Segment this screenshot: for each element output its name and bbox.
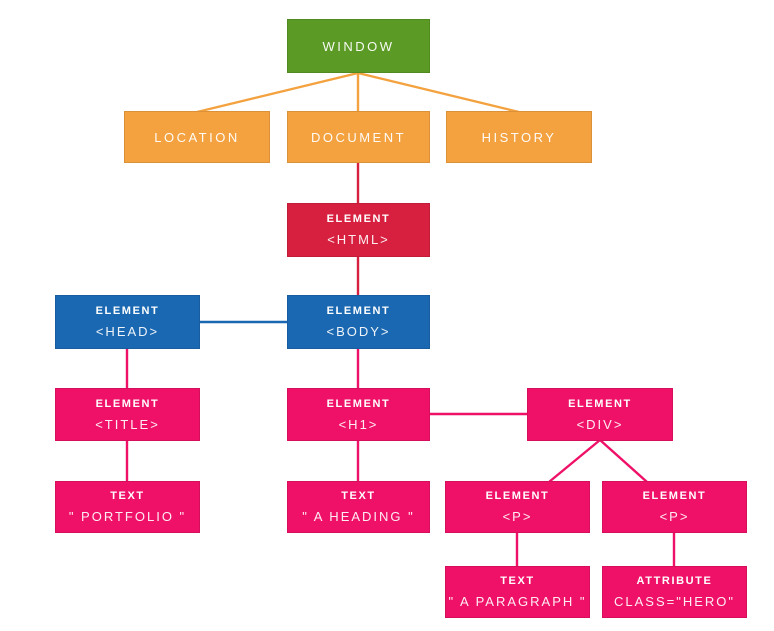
node-text-a-paragraph: TEXT " A PARAGRAPH " (445, 566, 590, 618)
node-text-value: " A PARAGRAPH " (448, 594, 587, 609)
node-kind-label: ELEMENT (568, 397, 632, 410)
node-history-label: HISTORY (481, 129, 557, 145)
node-tag-value: <TITLE> (95, 416, 160, 432)
node-text-value: " PORTFOLIO " (68, 509, 187, 524)
node-element-div: ELEMENT <DIV> (527, 388, 673, 441)
edge-window-location (196, 71, 359, 114)
edge-div-p2 (599, 439, 648, 483)
node-window: WINDOW (287, 19, 430, 73)
node-kind-label: TEXT (110, 490, 145, 502)
node-text-portfolio: TEXT " PORTFOLIO " (55, 481, 200, 533)
edge-div-p1 (548, 439, 601, 483)
node-text-a-heading: TEXT " A HEADING " (287, 481, 430, 533)
node-tag-value: <P> (502, 509, 533, 524)
node-element-html: ELEMENT <HTML> (287, 203, 430, 257)
node-element-body: ELEMENT <BODY> (287, 295, 430, 349)
node-element-title: ELEMENT <TITLE> (55, 388, 200, 441)
node-kind-label: ELEMENT (326, 305, 391, 317)
node-window-label: WINDOW (322, 38, 395, 54)
node-document: DOCUMENT (287, 111, 430, 163)
node-history: HISTORY (446, 111, 592, 163)
node-tag-value: <DIV> (576, 416, 624, 432)
node-element-head: ELEMENT <HEAD> (55, 295, 200, 349)
node-kind-label: ATTRIBUTE (636, 575, 713, 587)
node-tag-value: <P> (659, 509, 690, 524)
node-attribute-class-hero: ATTRIBUTE CLASS="HERO" (602, 566, 747, 618)
node-tag-value: <HTML> (327, 232, 390, 247)
node-element-h1: ELEMENT <H1> (287, 388, 430, 441)
node-location-label: LOCATION (154, 129, 240, 145)
node-element-p-second: ELEMENT <P> (602, 481, 747, 533)
edge-window-history (357, 71, 520, 114)
node-attr-value: CLASS="HERO" (613, 594, 735, 609)
node-tag-value: <H1> (338, 416, 379, 432)
node-tag-value: <BODY> (326, 324, 391, 339)
node-document-label: DOCUMENT (310, 129, 407, 145)
node-tag-value: <HEAD> (95, 324, 160, 339)
node-element-p-first: ELEMENT <P> (445, 481, 590, 533)
node-kind-label: ELEMENT (95, 305, 160, 317)
node-kind-label: ELEMENT (642, 490, 707, 502)
node-kind-label: ELEMENT (326, 397, 391, 410)
node-kind-label: ELEMENT (485, 490, 550, 502)
node-kind-label: TEXT (500, 575, 535, 587)
node-text-value: " A HEADING " (302, 509, 415, 524)
node-kind-label: ELEMENT (326, 213, 391, 225)
node-kind-label: ELEMENT (95, 397, 160, 410)
node-location: LOCATION (124, 111, 270, 163)
node-kind-label: TEXT (341, 490, 376, 502)
